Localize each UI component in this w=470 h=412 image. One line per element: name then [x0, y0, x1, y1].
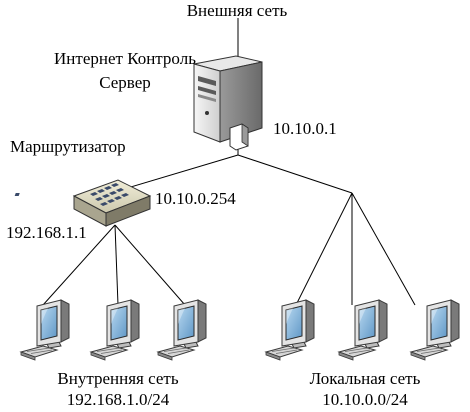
- local-network-name: Локальная сеть: [310, 369, 421, 388]
- link-to-router: [113, 154, 239, 193]
- local-network-computers: [265, 299, 460, 361]
- server-icon: [193, 55, 263, 151]
- external-network-label: Внешняя сеть: [187, 1, 288, 20]
- link-to-local-hub: [237, 154, 353, 194]
- computer-icon: [20, 299, 70, 361]
- server-ip-label: 10.10.0.1: [273, 119, 337, 138]
- computer-icon: [410, 299, 460, 361]
- computer-icon: [265, 299, 315, 361]
- router-lan-ip-label: 192.168.1.1: [6, 223, 87, 242]
- hub-to-pc4: [295, 192, 353, 306]
- router-label: Маршрутизатор: [10, 137, 126, 156]
- connection-lines: [42, 18, 416, 306]
- router-wan-ip-label: 10.10.0.254: [155, 189, 236, 208]
- internal-network-subnet: 192.168.1.0/24: [67, 390, 170, 409]
- computer-icon: [338, 299, 388, 361]
- local-network-subnet: 10.10.0.0/24: [322, 390, 408, 409]
- router-icon: [14, 179, 152, 227]
- server-name-line1: Интернет Контроль: [54, 49, 196, 68]
- hub-to-pc6: [351, 192, 416, 306]
- computer-icon: [157, 299, 207, 361]
- computer-icon: [90, 299, 140, 361]
- internal-network-name: Внутренняя сеть: [57, 369, 178, 388]
- router-to-pc2: [114, 224, 119, 306]
- server-name-line2: Сервер: [99, 73, 151, 92]
- internal-network-computers: [20, 299, 207, 361]
- router-to-pc1: [42, 224, 116, 306]
- router-to-pc3: [114, 224, 186, 306]
